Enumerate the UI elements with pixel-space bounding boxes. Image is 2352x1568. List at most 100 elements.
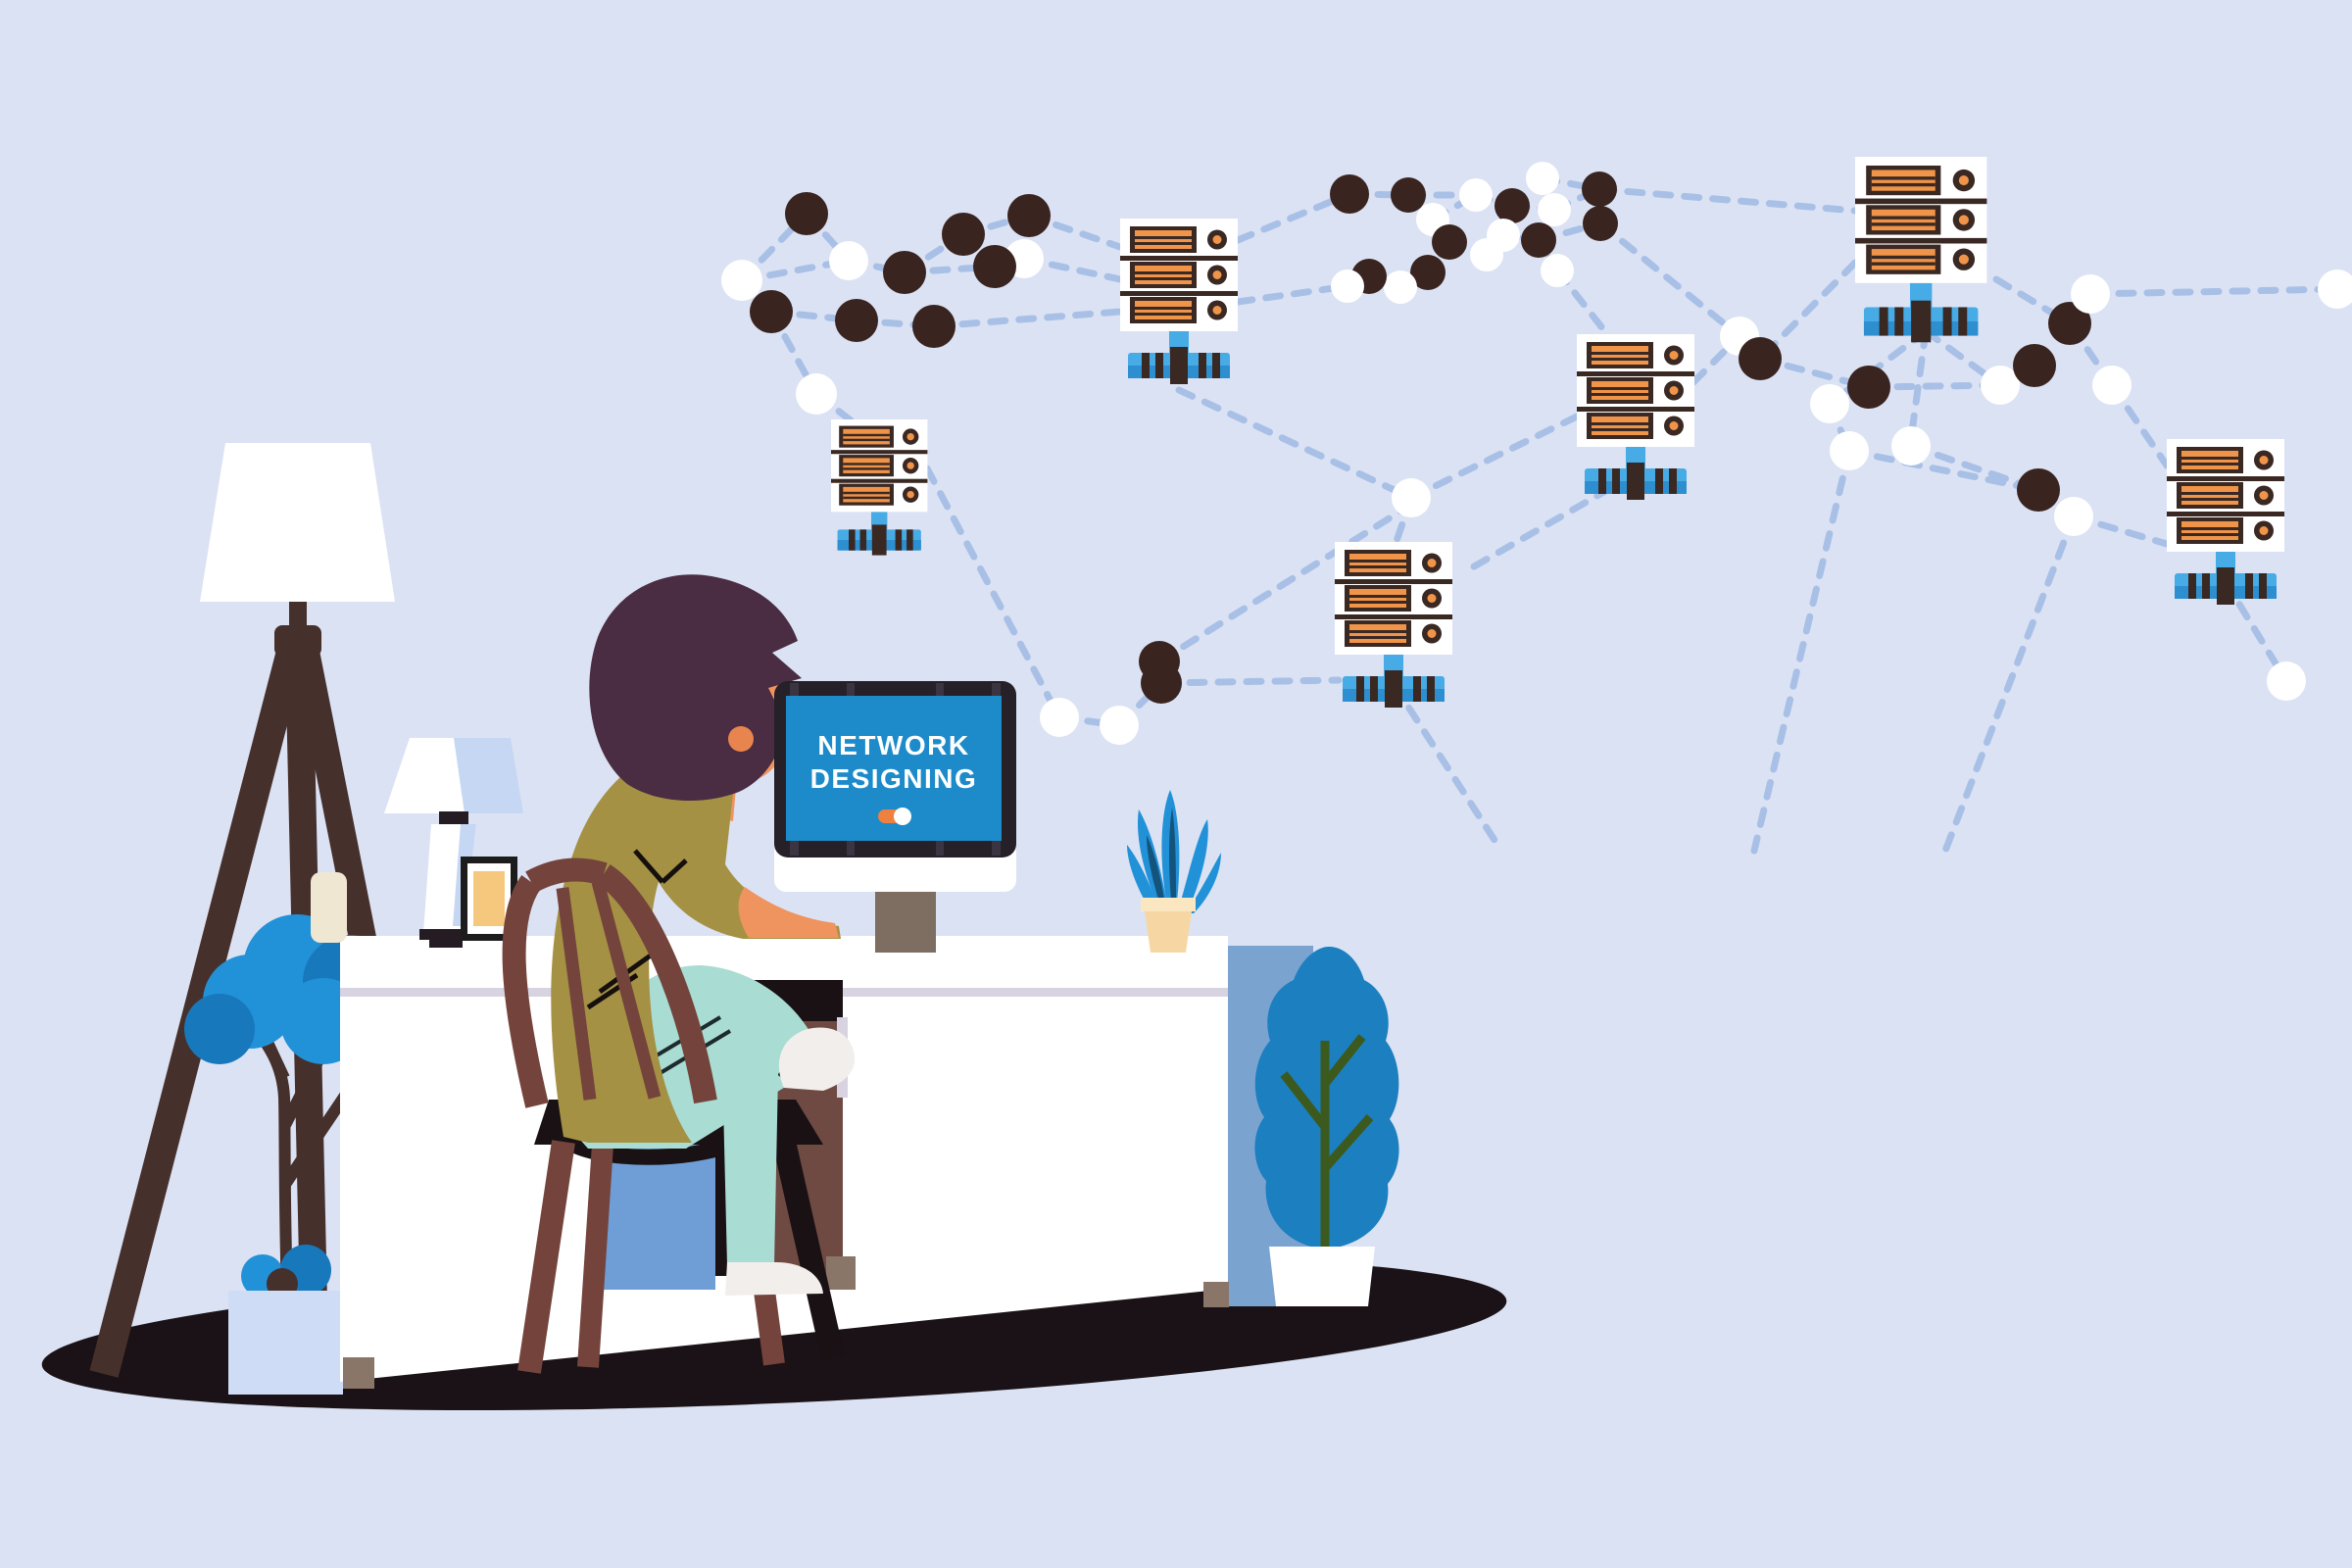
chair-backrest [502, 858, 717, 1108]
network-node [1100, 706, 1139, 745]
hub-stripe [906, 529, 913, 551]
network-edge [1175, 386, 1415, 502]
drive-stripe [1592, 428, 1648, 431]
drive-stripe [1349, 601, 1406, 604]
drive-stripe [1592, 387, 1648, 390]
network-node [2017, 468, 2060, 512]
power-dot [2259, 491, 2269, 500]
hub-stripe [1879, 307, 1888, 336]
chair-back-slat-1 [556, 887, 597, 1101]
desk-plant-leaf-shadows [1147, 808, 1176, 911]
server-rack-icon [1335, 542, 1452, 708]
chair-back-top [525, 858, 608, 893]
drive-bay [1592, 381, 1648, 400]
network-node [1432, 224, 1467, 260]
desk-plant-pot-rim [1141, 898, 1196, 911]
server-separator [1855, 198, 1987, 205]
drive-stripe [843, 433, 890, 437]
power-dot [1958, 254, 1969, 265]
lamp-joint [274, 625, 321, 657]
hub-stripe [1155, 353, 1163, 378]
power-dot [1958, 215, 1969, 225]
drive-bay [2181, 486, 2238, 505]
server-separator [2167, 512, 2284, 516]
network-edge [1750, 447, 1853, 855]
network-node [973, 245, 1016, 288]
network-edge [1390, 680, 1505, 855]
hub-center-block [1911, 300, 1932, 343]
drive-stripe [2181, 533, 2238, 536]
drive-bay [843, 428, 890, 445]
server-separator [1577, 371, 1694, 376]
big-plant-pot [1269, 1247, 1375, 1306]
network-edge [1596, 220, 1743, 340]
network-node [1487, 219, 1520, 252]
server-separator [831, 478, 928, 483]
hub-stripe [1370, 676, 1378, 702]
hub-stripe [1598, 468, 1606, 494]
network-node [2092, 366, 2132, 405]
forearm-hand [738, 887, 839, 938]
drive-stripe [1592, 352, 1648, 355]
network-node [1739, 337, 1782, 380]
power-dot [1212, 270, 1222, 279]
network-node [2048, 302, 2091, 345]
network-edge [1234, 282, 1351, 306]
desk-foot-left [343, 1357, 374, 1389]
drive-stripe [1592, 422, 1648, 425]
drive-bay [1135, 266, 1192, 284]
network-edge [930, 308, 1124, 330]
hub-stripe [1212, 353, 1220, 378]
network-edge [1762, 259, 1859, 357]
drive-bay [1349, 589, 1406, 608]
hub-center-block [1385, 670, 1402, 708]
drive-stripe [843, 467, 890, 470]
power-dot [906, 462, 914, 469]
network-node [1392, 478, 1431, 517]
table-lamp-base [419, 929, 472, 940]
server-rack-icon [1120, 219, 1238, 384]
network-node [1847, 366, 1890, 409]
power-dot [906, 490, 914, 499]
network-edge [2221, 576, 2290, 685]
power-dot [1669, 351, 1679, 360]
drive-stripe [1871, 222, 1936, 226]
network-node [912, 305, 956, 348]
jeans-shin [722, 1063, 778, 1266]
drive-stripe [1135, 313, 1192, 316]
power-dot [1427, 629, 1437, 638]
drive-stripe [1592, 393, 1648, 396]
drive-bay [1349, 554, 1406, 572]
network-node [2318, 270, 2352, 309]
network-node [721, 260, 762, 301]
network-node [1384, 270, 1417, 304]
network-edge [1907, 442, 2042, 494]
network-node [1459, 178, 1493, 212]
hub-stripe [859, 529, 867, 551]
network-node [750, 290, 793, 333]
drive-stripe [1349, 565, 1406, 568]
drive-bay [2181, 521, 2238, 540]
drive-bay [1135, 301, 1192, 319]
drive-stripe [843, 496, 890, 500]
network-edge [1234, 190, 1353, 244]
network-node [1494, 188, 1530, 223]
sneaker-crossed [778, 1027, 856, 1091]
big-plant-stem [1280, 1034, 1374, 1247]
drive-stripe [1349, 630, 1406, 633]
power-dot [1212, 306, 1222, 315]
hub-stripe [1669, 468, 1677, 494]
hub-stripe [1655, 468, 1663, 494]
hub-center-block [871, 524, 887, 556]
power-dot [1427, 559, 1437, 567]
drive-bay [1871, 209, 1936, 231]
network-node [829, 241, 868, 280]
drive-stripe [2181, 463, 2238, 466]
network-node [1410, 255, 1446, 290]
desk-plant-pot [1145, 911, 1192, 953]
network-node [785, 192, 828, 235]
big-plant [1254, 947, 1399, 1306]
person-ear [728, 726, 754, 752]
drive-stripe [1871, 216, 1936, 220]
